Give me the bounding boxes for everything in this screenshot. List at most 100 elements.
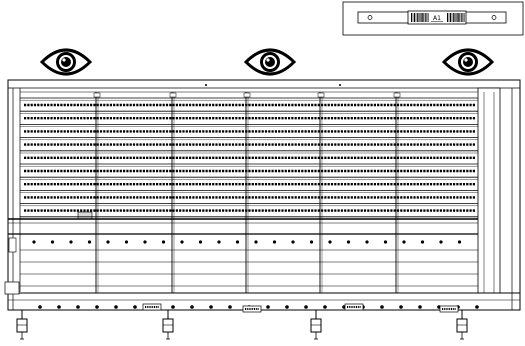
hook-dot	[272, 240, 277, 244]
support-foot	[456, 310, 468, 340]
barcode-bar	[454, 13, 456, 22]
barcode-bar	[449, 13, 452, 22]
eye-pupil	[463, 57, 473, 67]
rack-frame	[4, 79, 521, 340]
hook-dot	[50, 240, 55, 244]
base-hole	[209, 305, 213, 309]
base-hole	[95, 305, 99, 309]
hook-dot	[328, 240, 332, 244]
base-plate	[344, 303, 364, 311]
base-plate	[242, 305, 262, 313]
barcode-bar	[421, 13, 423, 22]
base-hole	[323, 305, 327, 309]
hook-dot	[198, 240, 203, 244]
support-foot	[162, 310, 174, 340]
inset-hole-left	[367, 15, 373, 20]
bay-post-cap	[93, 92, 101, 98]
bay-post-cap	[393, 92, 401, 98]
support-feet	[16, 310, 468, 340]
barcode-bar	[459, 13, 460, 22]
inset-detail: A1	[342, 1, 524, 36]
foot-body	[162, 318, 174, 333]
barcode-bar	[418, 13, 420, 22]
base-plate	[142, 303, 162, 311]
left-bracket	[4, 281, 20, 295]
barcode-bar	[417, 13, 418, 22]
base-hole	[171, 305, 175, 309]
hook-dot	[254, 240, 258, 244]
hook-dot	[106, 240, 110, 244]
base-hole	[418, 305, 422, 309]
barcode-bar	[448, 13, 450, 22]
hook-dot	[420, 240, 425, 244]
barcode-bar	[411, 13, 412, 22]
eye-pupil	[61, 57, 71, 67]
base-hole	[133, 305, 137, 309]
barcode-bar	[463, 13, 465, 22]
hook-dot	[291, 240, 295, 244]
foot-body	[456, 318, 468, 333]
rack-outline	[7, 79, 521, 311]
eye-icon-right	[441, 48, 495, 76]
barcode-bar	[453, 13, 454, 22]
support-foot	[310, 310, 322, 340]
inset-hole-right	[491, 15, 497, 20]
base-plate	[439, 305, 459, 313]
barcode-bar	[413, 13, 416, 22]
left-side-block	[8, 237, 17, 253]
bay-post-cap	[169, 92, 177, 98]
hook-dot	[383, 240, 388, 244]
rail-dot	[205, 84, 207, 86]
hook-dot	[161, 240, 166, 244]
base-hole	[399, 305, 403, 309]
bay-post-cap	[243, 92, 251, 98]
barcode-bar	[412, 13, 414, 22]
bay-dividers	[32, 84, 462, 293]
base-hole	[76, 305, 80, 309]
side-marker	[77, 211, 93, 220]
base-hole	[114, 305, 118, 309]
barcode-bar	[456, 13, 457, 22]
base-hole	[285, 305, 289, 309]
rail-dot	[339, 84, 341, 86]
eye-highlight	[266, 58, 270, 62]
base-hole	[228, 305, 232, 309]
eye-icons	[39, 48, 495, 76]
barcode-left	[411, 13, 429, 22]
foot-body	[16, 318, 28, 333]
hook-dot	[457, 240, 462, 244]
base-hole	[38, 305, 42, 309]
barcode-bar	[426, 13, 427, 22]
hook-dot	[365, 240, 369, 244]
base-hole	[304, 305, 308, 309]
foot-body	[310, 318, 322, 333]
hook-dot	[124, 240, 129, 244]
hook-dot	[180, 240, 184, 244]
hook-dot	[309, 240, 314, 244]
barcode-bar	[424, 13, 426, 22]
eye-highlight	[62, 58, 66, 62]
barcode-right	[447, 13, 465, 22]
base-hole	[57, 305, 61, 309]
barcode-bar	[447, 13, 448, 22]
barcode-bar	[423, 13, 424, 22]
eye-highlight	[464, 58, 468, 62]
hook-dot	[217, 240, 221, 244]
eye-pupil	[265, 57, 275, 67]
hook-dot	[402, 240, 406, 244]
base-hole	[190, 305, 194, 309]
hook-dot	[143, 240, 147, 244]
barcode-bar	[420, 13, 421, 22]
base-hole	[266, 305, 270, 309]
hook-dot	[32, 240, 36, 244]
barcode-bar	[460, 13, 462, 22]
base-hole	[475, 305, 479, 309]
hook-dot	[87, 240, 92, 244]
barcode-bar	[457, 13, 459, 22]
eye-icon-left	[39, 48, 93, 76]
inset-tag-label: A1	[433, 15, 441, 22]
barcode-bar	[462, 13, 463, 22]
support-foot	[16, 310, 28, 340]
hook-dot	[69, 240, 73, 244]
